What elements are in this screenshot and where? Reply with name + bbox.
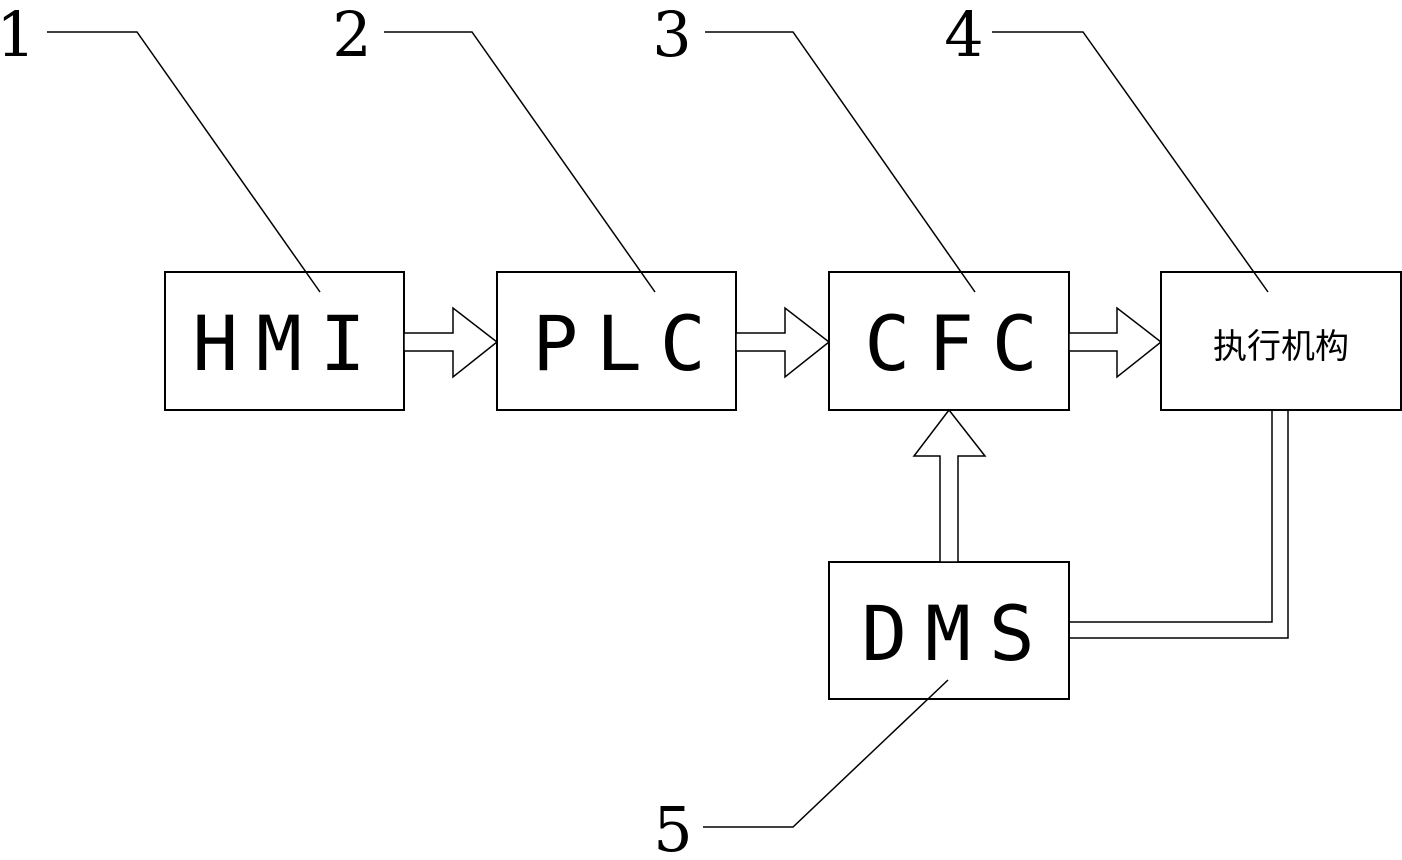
leader-line-4 bbox=[992, 31, 1269, 293]
actuator-label: 执行机构 bbox=[1213, 327, 1349, 367]
leader-line-1 bbox=[47, 31, 321, 293]
ref-number-1: 1 bbox=[0, 0, 36, 71]
link-actuator-to-dms-outer bbox=[1069, 410, 1289, 639]
dms-box bbox=[828, 561, 1070, 700]
dms-label: DMS bbox=[861, 589, 1052, 678]
arrow-cfc-to-actuator bbox=[1068, 306, 1163, 379]
cfc-label: CFC bbox=[864, 299, 1055, 388]
actuator-box bbox=[1160, 271, 1402, 411]
leader-line-5 bbox=[703, 679, 949, 828]
hmi-box bbox=[164, 271, 405, 411]
ref-number-3: 3 bbox=[652, 0, 691, 71]
hmi-label: HMI bbox=[192, 299, 383, 388]
plc-box bbox=[496, 271, 737, 411]
arrow-dms-to-cfc bbox=[912, 408, 987, 563]
arrow-plc-to-cfc bbox=[735, 306, 831, 379]
cfc-box bbox=[828, 271, 1070, 411]
ref-number-5: 5 bbox=[653, 793, 692, 860]
link-actuator-to-dms-inner bbox=[1069, 410, 1273, 623]
arrow-hmi-to-plc bbox=[403, 306, 499, 379]
ref-number-4: 4 bbox=[944, 0, 983, 71]
leader-line-3 bbox=[705, 31, 976, 293]
plc-label: PLC bbox=[532, 299, 723, 388]
leader-line-2 bbox=[384, 31, 656, 293]
ref-number-2: 2 bbox=[332, 0, 371, 71]
